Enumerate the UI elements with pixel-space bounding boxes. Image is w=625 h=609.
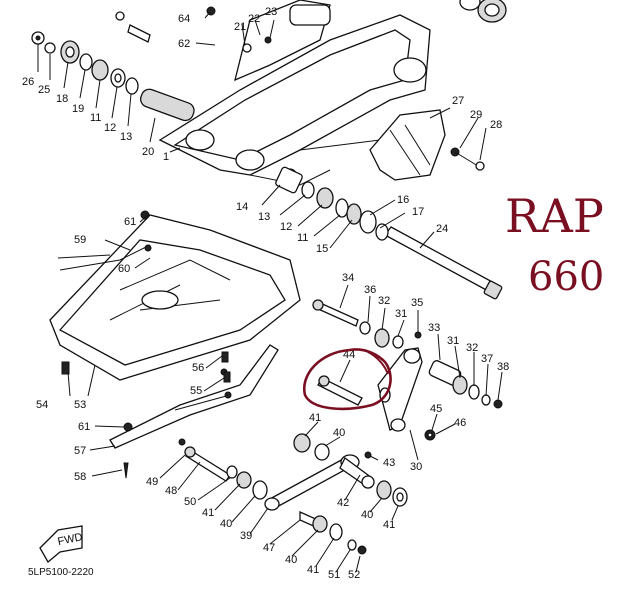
label-60: 60	[118, 263, 130, 275]
collars-mid	[293, 429, 436, 461]
handwritten-660: 660	[528, 254, 604, 300]
label-32: 32	[378, 295, 390, 307]
label-57: 57	[74, 445, 86, 457]
label-42: 42	[337, 497, 349, 509]
swing-arm	[140, 0, 431, 186]
label-36: 36	[364, 284, 376, 296]
label-27: 27	[452, 95, 464, 107]
label-31: 31	[395, 308, 407, 320]
label-18: 18	[56, 93, 68, 105]
label-41: 41	[309, 412, 321, 424]
label-49: 49	[146, 476, 158, 488]
collars-bottom	[299, 510, 367, 555]
label-64: 64	[178, 13, 190, 25]
bolt-44	[317, 375, 363, 406]
label-58: 58	[74, 471, 86, 483]
label-47: 47	[263, 542, 275, 554]
label-54: 54	[36, 399, 48, 411]
label-13b: 13	[258, 211, 270, 223]
label-50: 50	[184, 496, 196, 508]
label-16: 16	[397, 194, 409, 206]
label-12b: 12	[280, 221, 292, 233]
label-59: 59	[74, 234, 86, 246]
label-17: 17	[412, 206, 424, 218]
fwd-label: FWD	[57, 531, 84, 548]
label-46: 46	[454, 417, 466, 429]
label-19: 19	[72, 103, 84, 115]
label-35: 35	[411, 297, 423, 309]
label-48: 48	[165, 485, 177, 497]
label-40d: 40	[361, 509, 373, 521]
label-41c: 41	[307, 564, 319, 576]
label-38: 38	[497, 361, 509, 373]
bolt-48	[178, 438, 268, 500]
label-56: 56	[192, 362, 204, 374]
label-28: 28	[490, 119, 502, 131]
label-29: 29	[470, 109, 482, 121]
fwd-arrow: FWD	[39, 525, 84, 563]
label-33: 33	[428, 322, 440, 334]
label-52: 52	[348, 569, 360, 581]
label-34: 34	[342, 272, 354, 284]
label-11: 11	[90, 112, 101, 124]
label-39: 39	[240, 530, 252, 542]
label-21: 21	[234, 21, 246, 33]
label-37: 37	[481, 353, 493, 365]
label-1: 1	[163, 151, 169, 163]
label-32b: 32	[466, 342, 478, 354]
label-44: 44	[343, 349, 355, 361]
label-43: 43	[383, 457, 395, 469]
leader-lines	[37, 11, 503, 573]
chain-guard	[369, 109, 485, 181]
relay-collars	[359, 321, 503, 409]
label-41d: 41	[383, 519, 395, 531]
drawing-code: 5LP5100-2220	[28, 567, 94, 578]
swing-arm-lower-guard	[49, 210, 301, 381]
label-30: 30	[410, 461, 422, 473]
label-22: 22	[248, 13, 260, 25]
label-40b: 40	[220, 518, 232, 530]
label-45: 45	[430, 403, 442, 415]
label-26: 26	[22, 76, 34, 88]
label-55: 55	[190, 385, 202, 397]
label-62: 62	[178, 38, 190, 50]
label-12: 12	[104, 122, 116, 134]
label-51: 51	[328, 569, 340, 581]
label-61b: 61	[78, 421, 90, 433]
label-61: 61	[124, 216, 136, 228]
top-right-bearing	[459, 0, 507, 23]
label-53: 53	[74, 399, 86, 411]
handwritten-rap: RAP	[505, 189, 604, 243]
label-20: 20	[142, 146, 154, 158]
label-15: 15	[316, 243, 328, 255]
bolt-34	[312, 299, 359, 327]
label-14: 14	[236, 201, 248, 213]
label-23: 23	[265, 6, 277, 18]
label-31b: 31	[447, 335, 459, 347]
label-13: 13	[120, 131, 132, 143]
label-25: 25	[38, 84, 50, 96]
handwritten-circle	[302, 348, 392, 411]
label-41b: 41	[202, 507, 214, 519]
label-40c: 40	[285, 554, 297, 566]
pivot-shaft	[275, 166, 503, 300]
connecting-rod	[264, 451, 408, 511]
part-labels: 64 22 23 21 62 26 25 18 19 11 12 13 20 1…	[22, 6, 509, 581]
label-24: 24	[436, 223, 448, 235]
pivot-bearing-stack-left	[31, 31, 139, 95]
label-11b: 11	[297, 232, 308, 244]
label-40: 40	[333, 427, 345, 439]
